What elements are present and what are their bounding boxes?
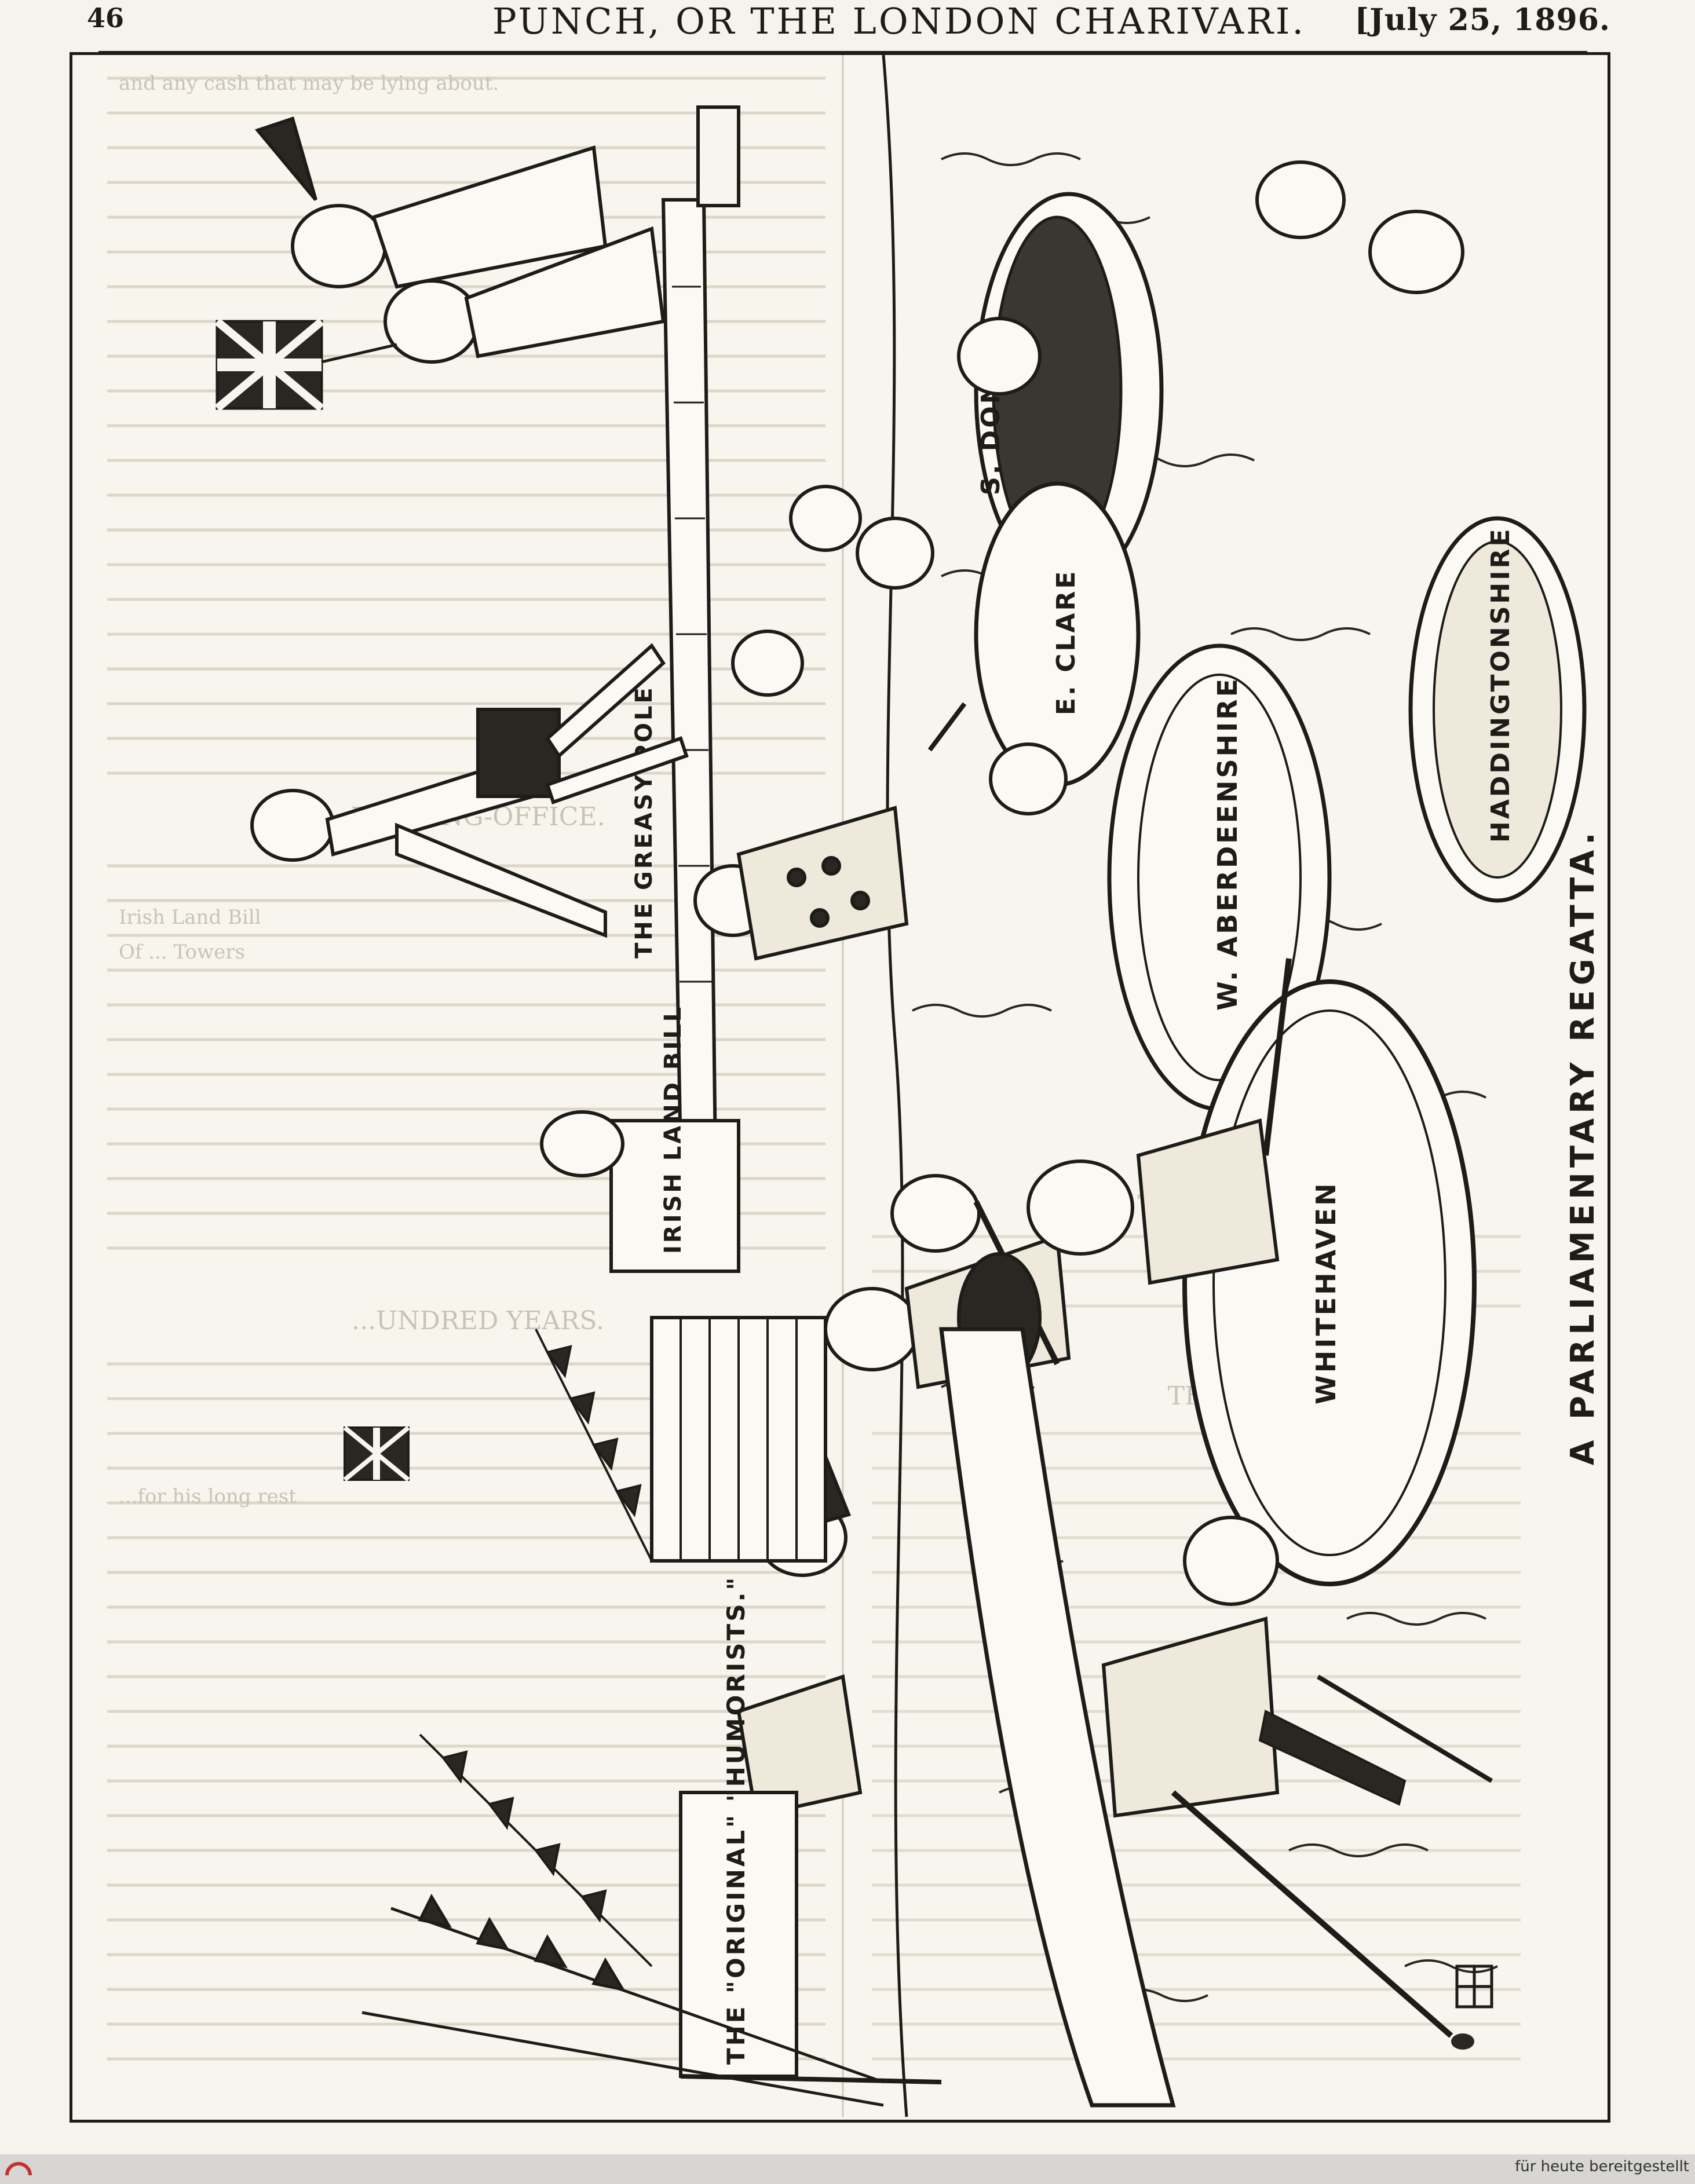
figures-top-left bbox=[254, 116, 666, 364]
boat-whitehaven: WHITEHAVEN bbox=[1027, 958, 1477, 1586]
bleed-heading-years: ...UNDRED YEARS. bbox=[352, 1306, 604, 1336]
cartoon-frame: BOOKING-OFFICE. LE T... ...YOU S'AM... T… bbox=[70, 52, 1610, 2123]
boat-label-s-don: S. DON bbox=[976, 381, 1006, 495]
viewer-footer-bar: für heute bereitgestellt bbox=[0, 2154, 1695, 2184]
cartoon-title: A PARLIAMENTARY REGATTA. bbox=[1564, 828, 1602, 1465]
cartoon-illustration: BOOKING-OFFICE. LE T... ...YOU S'AM... T… bbox=[107, 55, 1587, 2117]
artist-monogram bbox=[1455, 1964, 1493, 2009]
page-number: 46 bbox=[87, 2, 125, 34]
boat-e-clare: E. CLARE bbox=[856, 481, 1141, 787]
union-flag-middle bbox=[343, 1425, 410, 1482]
bleed-phrase-4: ...for his long rest bbox=[119, 1485, 297, 1508]
boat-haddingtonshire: HADDINGTONSHIRE bbox=[1408, 516, 1587, 903]
boat-label-e-clare: E. CLARE bbox=[1051, 569, 1081, 715]
irish-land-bill-box: IRISH LAND BILL bbox=[540, 1005, 740, 1273]
pole-post bbox=[696, 105, 740, 207]
bunting bbox=[419, 1329, 653, 1967]
union-flag-top bbox=[214, 318, 397, 412]
boat-label-haddingtonshire: HADDINGTONSHIRE bbox=[1486, 526, 1515, 843]
spectators-left bbox=[693, 485, 909, 961]
bleed-phrase-3: Of ... Towers bbox=[119, 941, 245, 964]
rowing-boat-bottom bbox=[939, 1327, 1493, 2108]
humorists-banner-label: THE "ORIGINAL" "HUMORISTS." bbox=[722, 1575, 750, 2065]
boat-s-don: S. DON bbox=[957, 192, 1164, 590]
boat-w-aberdeenshire: W. ABERDEENSHIRE bbox=[927, 643, 1332, 1111]
shoreline bbox=[882, 55, 908, 2117]
swimmers-top-right bbox=[1255, 160, 1464, 294]
climbing-figure bbox=[250, 643, 689, 938]
footer-text: für heute bereitgestellt bbox=[1515, 2158, 1689, 2175]
page-header: 46 PUNCH, OR THE LONDON CHARIVARI. [July… bbox=[87, 0, 1610, 52]
bandstand bbox=[650, 1316, 827, 1563]
masthead-title: PUNCH, OR THE LONDON CHARIVARI. bbox=[492, 0, 1306, 42]
bleed-phrase-2: Irish Land Bill bbox=[119, 906, 261, 929]
boat-label-whitehaven: WHITEHAVEN bbox=[1310, 1181, 1342, 1404]
library-logo-icon bbox=[5, 2162, 32, 2176]
boat-label-w-aberdeenshire: W. ABERDEENSHIRE bbox=[1212, 676, 1243, 1011]
humorists-banner: THE "ORIGINAL" "HUMORISTS." bbox=[679, 1575, 942, 2084]
bleed-phrase-1: and any cash that may be lying about. bbox=[119, 72, 499, 95]
issue-date: [July 25, 1896. bbox=[1354, 2, 1610, 38]
greasy-pole-label: THE GREASY POLE bbox=[631, 685, 657, 959]
sailboat-masts bbox=[361, 1893, 884, 2107]
irish-land-bill-label: IRISH LAND BILL bbox=[660, 1005, 686, 1254]
